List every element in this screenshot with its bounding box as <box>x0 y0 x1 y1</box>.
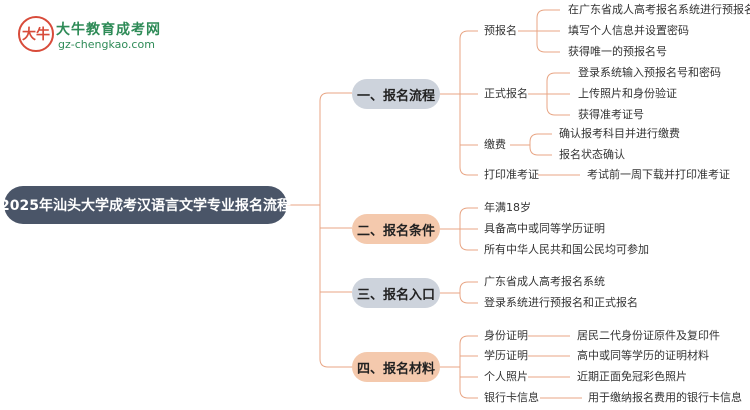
group-print-admission-ticket: 打印准考证 <box>484 168 539 181</box>
list-item: 年满18岁 <box>484 201 531 214</box>
group-formal-registration: 正式报名 <box>484 87 528 100</box>
logo-title: 大牛教育成考网 <box>56 22 161 38</box>
list-item: 报名状态确认 <box>559 148 625 161</box>
list-item: 填写个人信息并设置密码 <box>568 24 689 37</box>
group-education-proof: 学历证明 <box>484 349 528 362</box>
list-item: 考试前一周下载并打印准考证 <box>587 168 730 181</box>
list-item: 所有中华人民共和国公民均可参加 <box>484 243 649 256</box>
list-item: 高中或同等学历的证明材料 <box>577 349 709 362</box>
list-item: 登录系统进行预报名和正式报名 <box>484 296 638 309</box>
list-item: 近期正面免冠彩色照片 <box>577 370 687 383</box>
list-item: 在广东省成人高考报名系统进行预报名 <box>568 3 750 16</box>
group-payment: 缴费 <box>484 138 506 151</box>
logo-url: gz-chengkao.com <box>58 38 155 51</box>
logo-badge: 大牛 <box>18 16 54 52</box>
list-item: 上传照片和身份验证 <box>578 87 677 100</box>
list-item: 用于缴纳报名费用的银行卡信息 <box>588 391 742 404</box>
list-item: 获得准考证号 <box>578 108 644 121</box>
list-item: 登录系统输入预报名号和密码 <box>578 66 721 79</box>
group-identity-proof: 身份证明 <box>484 329 528 342</box>
group-pre-registration: 预报名 <box>484 24 517 37</box>
section-requirements: 二、报名条件 <box>352 214 440 244</box>
list-item: 广东省成人高考报名系统 <box>484 275 605 288</box>
root-topic: 2025年汕头大学成考汉语言文学专业报名流程 <box>0 186 291 224</box>
list-item: 具备高中或同等学历证明 <box>484 222 605 235</box>
site-logo: 大牛 大牛教育成考网 gz-chengkao.com <box>18 16 168 56</box>
group-personal-photo: 个人照片 <box>484 370 528 383</box>
section-entrance: 三、报名入口 <box>352 278 440 308</box>
list-item: 确认报考科目并进行缴费 <box>559 127 680 140</box>
section-registration-process: 一、报名流程 <box>352 79 440 109</box>
group-bank-card: 银行卡信息 <box>484 391 539 404</box>
list-item: 居民二代身份证原件及复印件 <box>577 329 720 342</box>
list-item: 获得唯一的预报名号 <box>568 45 667 58</box>
section-materials: 四、报名材料 <box>352 352 440 382</box>
